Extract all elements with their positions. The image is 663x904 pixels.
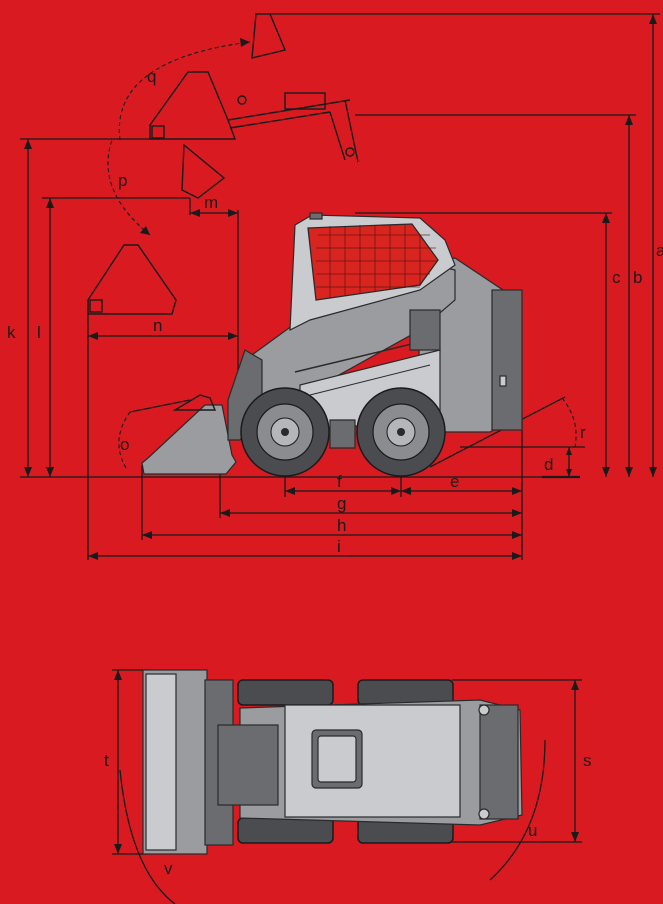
rear-grille <box>491 289 523 431</box>
label-a: a <box>656 241 663 260</box>
bucket-ghost-reach <box>87 244 177 315</box>
label-l: l <box>37 323 41 342</box>
dim-u-arc <box>489 739 546 881</box>
label-d: d <box>544 455 553 474</box>
front-wheel <box>240 387 330 477</box>
rear-wheel <box>356 387 446 477</box>
label-s: s <box>583 751 592 770</box>
label-b: b <box>633 268 642 287</box>
dimension-labels: a b c d e f g h i k l m n o p q r s t u … <box>7 67 663 878</box>
cab-door-grid <box>307 223 439 301</box>
side-view <box>20 13 660 560</box>
bucket-ghost-dump <box>181 143 226 199</box>
dim-q-arc <box>118 41 251 141</box>
label-c: c <box>612 268 621 287</box>
label-m: m <box>204 193 218 212</box>
label-e: e <box>450 472 459 491</box>
dim-v-arc <box>119 769 176 904</box>
rear-engine-top <box>479 704 519 820</box>
label-f: f <box>337 472 342 491</box>
label-n: n <box>153 316 162 335</box>
label-p: p <box>118 171 127 190</box>
label-g: g <box>337 494 346 513</box>
label-i: i <box>337 537 341 556</box>
lift-arm-ghost <box>227 99 351 121</box>
departure-angle-line <box>429 396 566 468</box>
top-view <box>112 669 582 904</box>
label-q: q <box>147 67 156 86</box>
label-h: h <box>337 516 346 535</box>
dim-r-arc <box>561 397 577 448</box>
label-r: r <box>580 423 586 442</box>
bucket-ghost-max-dump <box>251 13 286 59</box>
tire-top-front-left <box>237 679 334 706</box>
label-v: v <box>164 859 173 878</box>
bucket-ghost-raised <box>149 71 237 140</box>
side-vent <box>409 309 441 351</box>
label-k: k <box>7 323 16 342</box>
dim-p-arc <box>107 139 151 236</box>
quick-attach <box>217 724 279 806</box>
bucket <box>141 404 237 475</box>
label-u: u <box>528 821 537 840</box>
cab-roof <box>284 704 461 818</box>
dim-o-arc <box>118 411 131 469</box>
label-o: o <box>120 435 129 454</box>
label-t: t <box>104 751 109 770</box>
tire-top-front-right <box>237 817 334 844</box>
